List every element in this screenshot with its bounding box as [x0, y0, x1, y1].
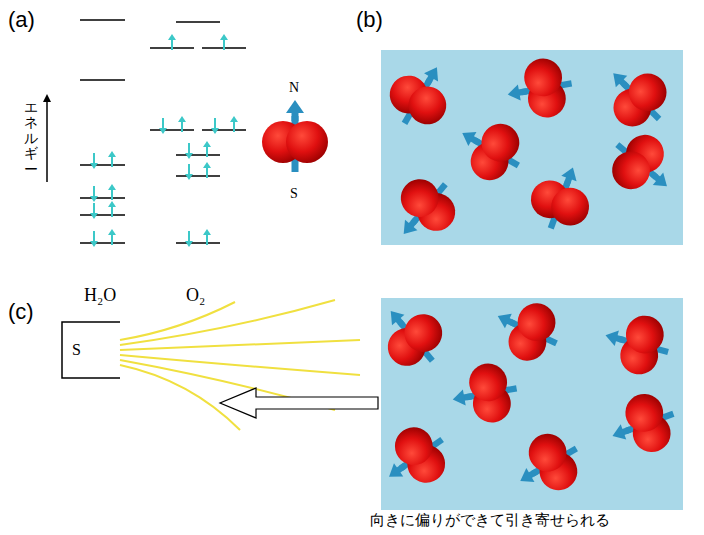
molecule-name: H₂O — [84, 286, 116, 306]
molecule-name: O₂ — [186, 286, 205, 306]
panel-tag: (a) — [8, 8, 35, 32]
panel-tag: (c) — [8, 300, 34, 324]
pole-label: S — [72, 341, 81, 359]
panel-tag: (b) — [356, 8, 383, 32]
caption-note: 向きに偏りができて引き寄せられる — [370, 512, 610, 529]
magnet-box: S — [62, 322, 120, 378]
pole-label: S — [290, 186, 298, 201]
pole-label: N — [289, 80, 299, 95]
axis-label: エネルギー — [24, 100, 38, 177]
